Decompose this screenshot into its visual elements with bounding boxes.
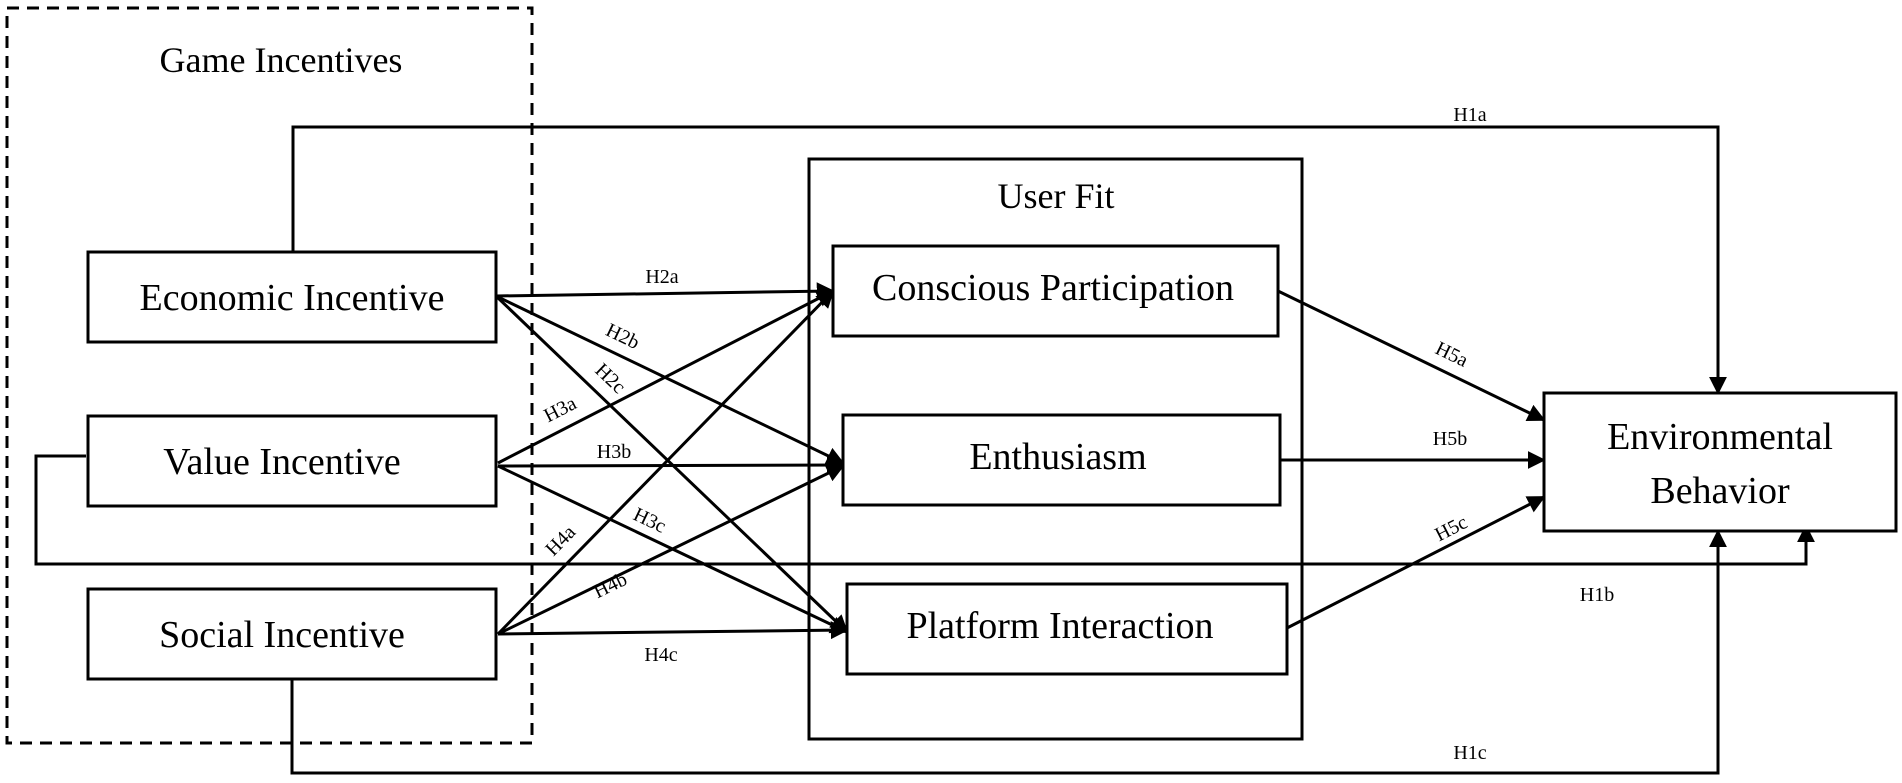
label-h3b: H3b xyxy=(597,441,631,463)
node-platform-interaction: Platform Interaction xyxy=(845,582,1289,676)
edge-h2a xyxy=(495,282,835,301)
edge-h3b xyxy=(497,456,845,475)
node-value-incentive: Value Incentive xyxy=(86,414,498,508)
label-h4c: H4c xyxy=(644,644,677,666)
node-value-incentive-label: Value Incentive xyxy=(163,441,400,483)
label-h5c: H5c xyxy=(1431,511,1471,546)
node-economic-incentive-label: Economic Incentive xyxy=(140,277,445,319)
node-environmental-behavior-line2: Behavior xyxy=(1650,470,1790,512)
label-h3a: H3a xyxy=(540,392,580,427)
game-incentives-title: Game Incentives xyxy=(160,40,403,80)
label-h1a: H1a xyxy=(1453,104,1486,126)
edge-h1c xyxy=(290,529,1727,775)
user-fit-title: User Fit xyxy=(998,176,1115,216)
edge-h3a xyxy=(497,289,835,465)
node-social-incentive: Social Incentive xyxy=(86,587,498,681)
edge-h4b xyxy=(497,464,845,636)
node-environmental-behavior: Environmental Behavior xyxy=(1542,391,1898,533)
label-h1c: H1c xyxy=(1453,742,1486,764)
edge-h5c xyxy=(1286,495,1546,630)
edge-h1b xyxy=(34,454,1815,566)
edge-h5a xyxy=(1277,289,1546,422)
node-enthusiasm: Enthusiasm xyxy=(841,413,1282,507)
user-fit-group xyxy=(807,157,1304,741)
game-incentives-group xyxy=(5,6,534,745)
edge-h1a xyxy=(291,125,1727,395)
node-economic-incentive: Economic Incentive xyxy=(86,250,498,344)
edge-h2b xyxy=(495,294,845,465)
node-environmental-behavior-line1: Environmental xyxy=(1607,416,1833,458)
node-enthusiasm-label: Enthusiasm xyxy=(969,436,1146,478)
edge-h4c xyxy=(497,621,849,640)
node-platform-interaction-label: Platform Interaction xyxy=(906,605,1213,647)
label-h1b: H1b xyxy=(1580,584,1614,606)
label-h5a: H5a xyxy=(1432,337,1472,371)
label-h2a: H2a xyxy=(645,266,678,288)
node-social-incentive-label: Social Incentive xyxy=(159,614,405,656)
label-h5b: H5b xyxy=(1433,428,1467,450)
node-conscious-participation-label: Conscious Participation xyxy=(872,267,1234,309)
node-conscious-participation: Conscious Participation xyxy=(831,244,1280,338)
edge-h4a xyxy=(496,289,835,636)
